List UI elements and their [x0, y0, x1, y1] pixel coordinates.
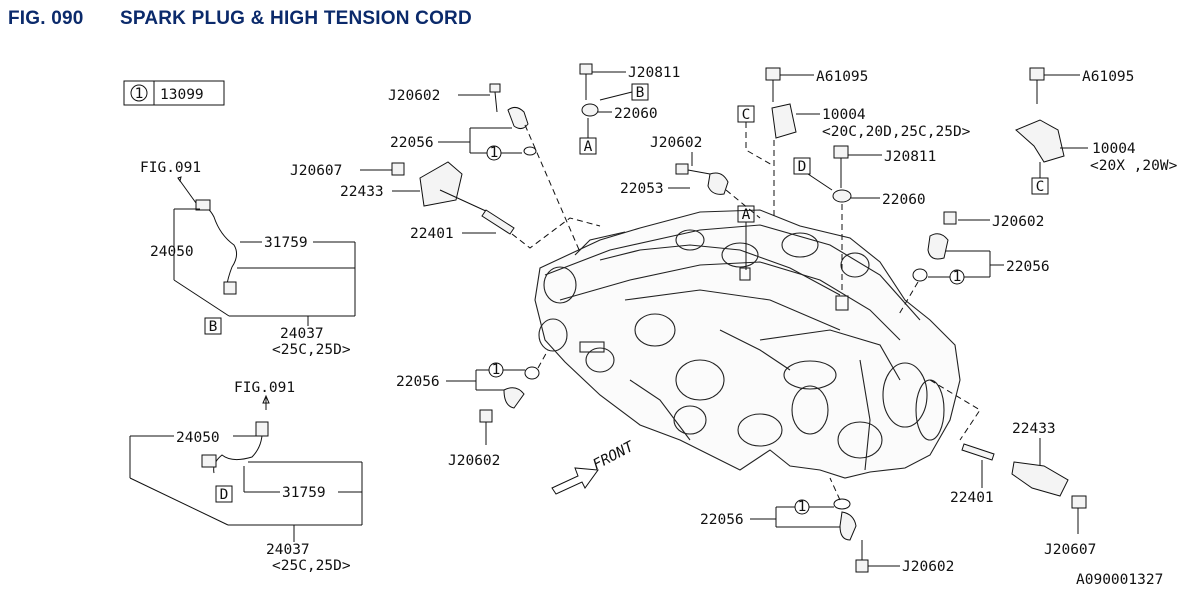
label-22056-bottom[interactable]: 22056	[700, 512, 744, 528]
label-24037-upper[interactable]: 24037	[280, 326, 324, 342]
svg-text:1: 1	[490, 145, 499, 161]
bolt-icon	[765, 67, 781, 81]
label-22053[interactable]: 22053	[620, 181, 664, 197]
label-j20602-center[interactable]: J20602	[650, 135, 702, 151]
figure-title: SPARK PLUG & HIGH TENSION CORD	[120, 8, 472, 29]
svg-text:1: 1	[953, 269, 962, 285]
ignition-coil-icon	[1011, 461, 1069, 497]
label-24050-lower[interactable]: 24050	[176, 430, 220, 446]
connector-icon	[195, 199, 211, 211]
legend-circle-ref: 1	[135, 86, 144, 102]
svg-text:A: A	[742, 207, 751, 223]
right-coil-group: 22401 22433 J20607	[929, 379, 1096, 558]
label-a61095-right[interactable]: A61095	[1082, 69, 1134, 85]
label-31759-upper[interactable]: 31759	[264, 235, 308, 251]
label-24037-upper-note: <25C,25D>	[272, 342, 351, 358]
knock-sensor-icon	[839, 511, 857, 541]
engine-block-illustration	[534, 209, 961, 479]
label-j20811-top[interactable]: J20811	[628, 65, 680, 81]
label-24037-lower[interactable]: 24037	[266, 542, 310, 558]
legend-part-number: 13099	[160, 87, 204, 103]
svg-text:C: C	[1036, 179, 1045, 195]
bolt-icon	[675, 163, 689, 175]
svg-text:B: B	[209, 319, 218, 335]
bolt-icon	[479, 409, 493, 423]
label-22401-right[interactable]: 22401	[950, 490, 994, 506]
label-10004-right[interactable]: 10004	[1092, 141, 1136, 157]
bracket-icon	[1015, 119, 1065, 163]
svg-text:A: A	[584, 139, 593, 155]
top-center-group: J20811 B 22060 A J20602 22053 A	[579, 63, 761, 270]
label-j20607-left[interactable]: J20607	[290, 163, 342, 179]
label-fig091-upper[interactable]: FIG.091	[140, 160, 201, 176]
label-31759-lower[interactable]: 31759	[282, 485, 326, 501]
label-22056-top[interactable]: 22056	[390, 135, 434, 151]
bolt-icon	[943, 211, 957, 225]
bolt-icon	[489, 83, 501, 93]
washer-icon	[832, 189, 852, 203]
svg-text:1: 1	[798, 499, 807, 515]
label-22433-right[interactable]: 22433	[1012, 421, 1056, 437]
svg-text:B: B	[636, 85, 645, 101]
label-j20602-right[interactable]: J20602	[992, 214, 1044, 230]
bracket-icon	[771, 103, 797, 139]
ignition-coil-icon	[419, 161, 463, 207]
bolt-icon	[579, 63, 593, 75]
label-a61095-mid[interactable]: A61095	[816, 69, 868, 85]
label-10004-mid[interactable]: 10004	[822, 107, 866, 123]
mid-left-sensor-group: 22056 1 J20602	[396, 349, 549, 469]
bolt-icon	[1071, 495, 1087, 509]
front-label: FRONT	[590, 438, 637, 473]
label-22060-top[interactable]: 22060	[614, 106, 658, 122]
label-10004-mid-note: <20C,20D,25C,25D>	[822, 124, 971, 140]
bolt-icon	[1029, 67, 1045, 81]
knock-sensor-icon	[927, 233, 949, 260]
label-22060-mid[interactable]: 22060	[882, 192, 926, 208]
connector-icon	[255, 421, 269, 437]
label-24037-lower-note: <25C,25D>	[272, 558, 351, 574]
bolt-icon	[855, 559, 869, 573]
label-j20607-right[interactable]: J20607	[1044, 542, 1096, 558]
label-22433-left[interactable]: 22433	[340, 184, 384, 200]
spark-plug-icon	[481, 209, 515, 235]
washer-icon	[581, 103, 599, 117]
upper-harness-group: FIG.091 24050 31759 B 24037 <25C,25D>	[140, 160, 356, 358]
svg-text:D: D	[220, 487, 229, 503]
knock-sensor-icon	[503, 387, 525, 409]
svg-text:D: D	[798, 159, 807, 175]
crank-sensor-icon	[707, 172, 729, 195]
page-header: FIG. 090 SPARK PLUG & HIGH TENSION CORD	[8, 5, 472, 33]
connector-icon	[223, 281, 237, 295]
connector-icon	[201, 454, 217, 468]
bottom-sensor-group: 22056 1 J20602	[700, 477, 954, 575]
right-sensor-group: J20602 1 22056	[897, 211, 1050, 317]
top-left-coil-group: J20602 22056 1 J20607 22433 22401	[290, 83, 601, 253]
front-direction-indicator: FRONT	[551, 438, 638, 495]
label-j20602-top[interactable]: J20602	[388, 88, 440, 104]
label-22401-left[interactable]: 22401	[410, 226, 454, 242]
label-22056-mid-left[interactable]: 22056	[396, 374, 440, 390]
label-j20602-mid-left[interactable]: J20602	[448, 453, 500, 469]
drawing-id: A090001327	[1076, 572, 1163, 588]
spark-plug-icon	[961, 443, 995, 461]
lower-harness-group: FIG.091 24050 D 31759 24037 <25C,25D>	[129, 380, 363, 574]
bracket-group-right: A61095 10004 <20X ,20W> C	[1015, 67, 1178, 195]
legend-box: 1 13099	[123, 80, 225, 106]
label-10004-right-note: <20X ,20W>	[1090, 158, 1178, 174]
label-j20602-bottom[interactable]: J20602	[902, 559, 954, 575]
knock-sensor-icon	[507, 106, 529, 130]
bolt-icon	[391, 162, 405, 176]
label-fig091-lower[interactable]: FIG.091	[234, 380, 295, 396]
front-arrow-icon	[551, 467, 599, 495]
figure-number: FIG. 090	[8, 8, 84, 29]
bolt-icon	[833, 145, 849, 159]
label-22056-right[interactable]: 22056	[1006, 259, 1050, 275]
label-j20811-mid[interactable]: J20811	[884, 149, 936, 165]
bracket-group-mid: A61095 C 10004 <20C,20D,25C,25D> D J2081…	[737, 67, 971, 292]
svg-text:1: 1	[492, 362, 501, 378]
label-24050-upper[interactable]: 24050	[150, 244, 194, 260]
svg-text:C: C	[742, 107, 751, 123]
